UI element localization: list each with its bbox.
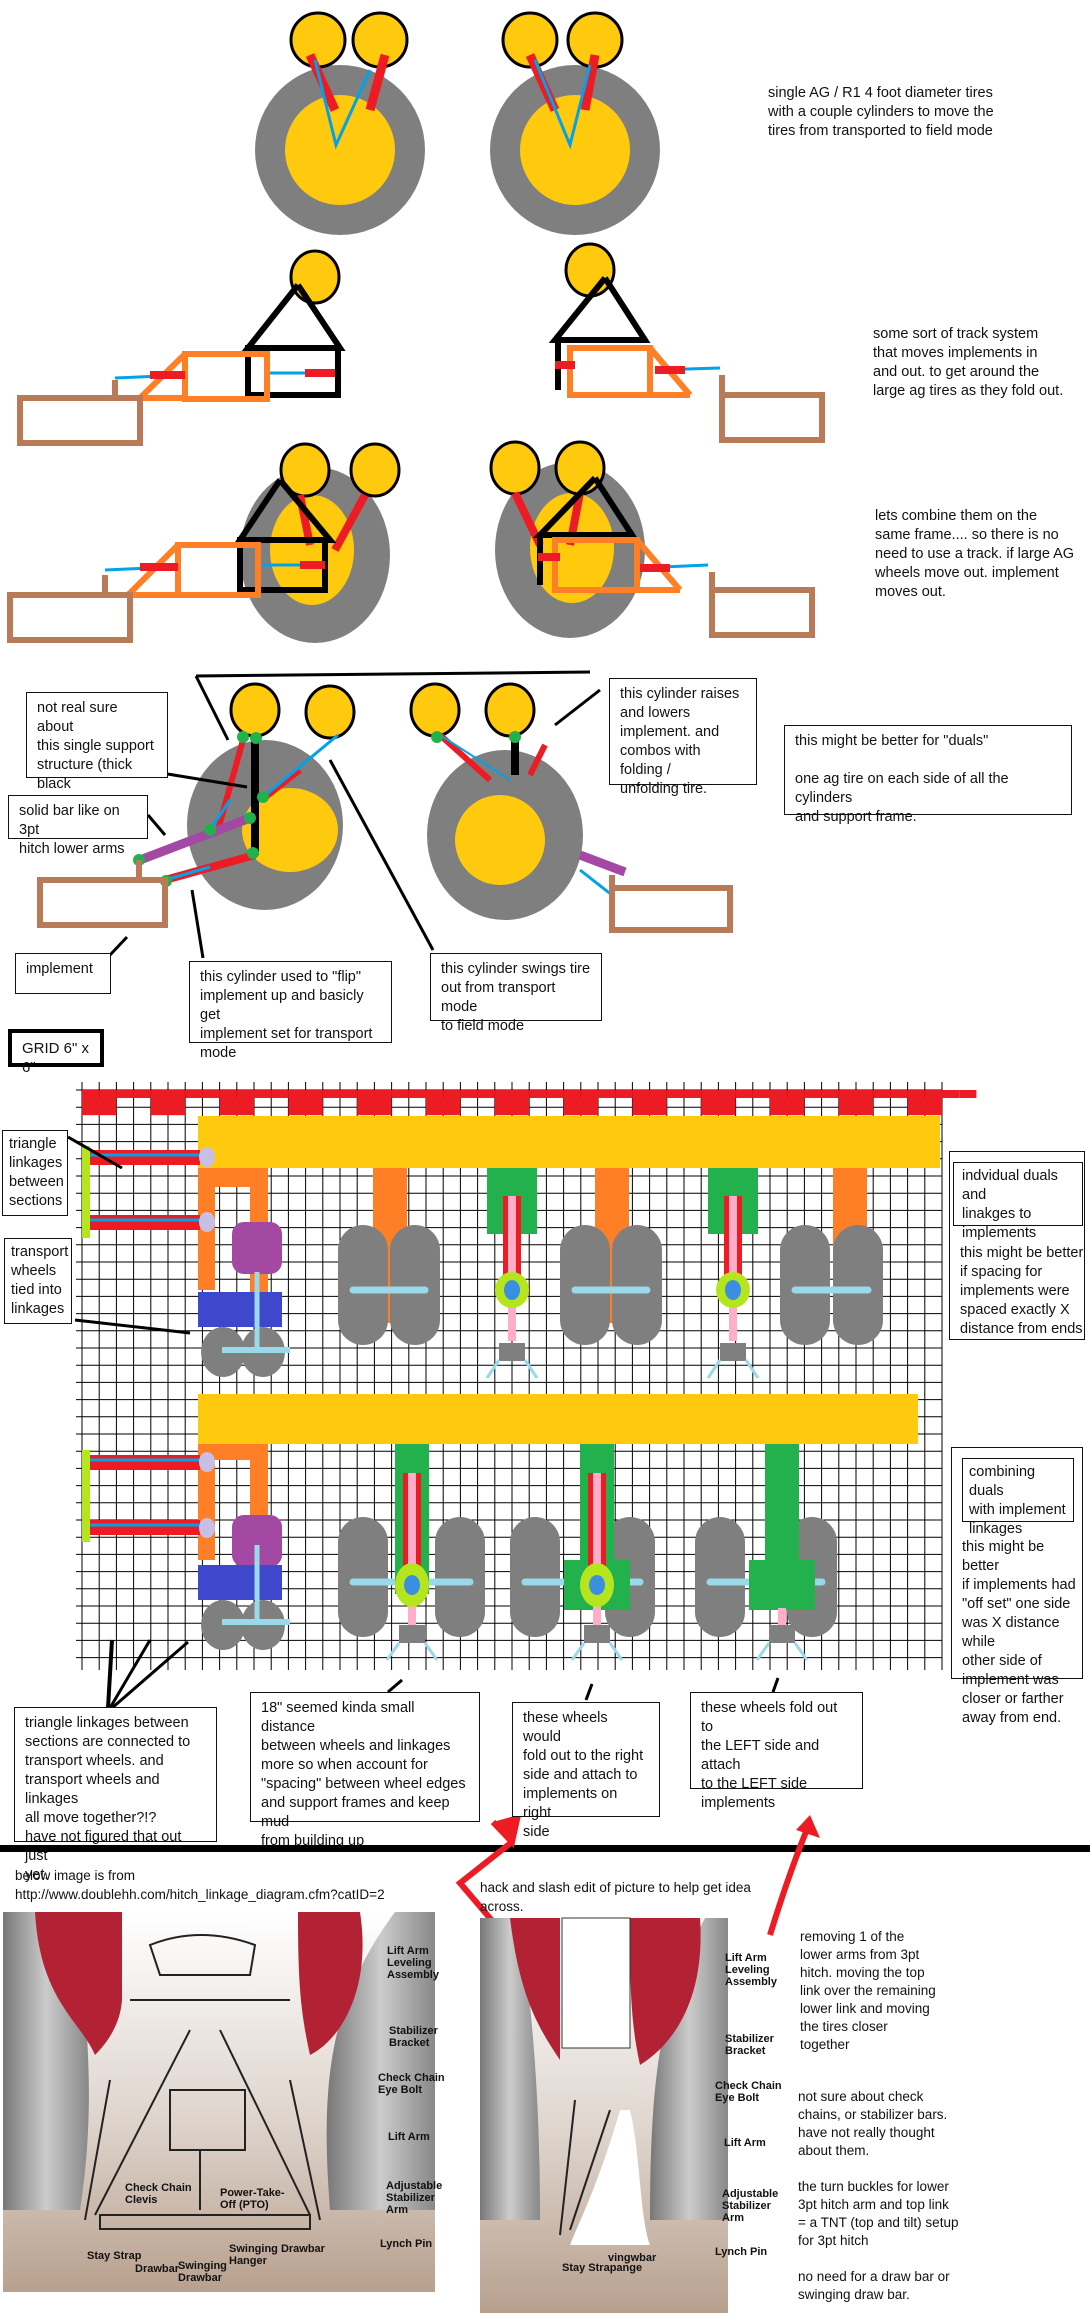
note-check-chains: not sure about check chains, or stabiliz… bbox=[798, 2089, 948, 2158]
note-individual-duals-title: indvidual duals and linakges to implemen… bbox=[953, 1162, 1083, 1241]
hitch-diagram-edited bbox=[480, 1917, 728, 2313]
label-stabilizer-bracket: Stabilizer Bracket bbox=[389, 2025, 438, 2049]
red-arrow-left bbox=[455, 1839, 514, 1932]
label-swinging-drawbar: Swinging Drawbar bbox=[178, 2260, 227, 2284]
dual-tire bbox=[390, 1225, 440, 1345]
note-combining-duals-title: combining duals with implement linkages bbox=[962, 1458, 1074, 1537]
hitch-diagram-original bbox=[3, 1912, 435, 2292]
label-edited-fragment: vingwbar bbox=[608, 2252, 657, 2264]
note-single-support: not real sure about this single support … bbox=[26, 692, 168, 811]
label-pto: Power-Take- Off (PTO) bbox=[220, 2187, 285, 2211]
note-triangle-connected: triangle linkages between sections are c… bbox=[14, 1707, 217, 1883]
combined-frame-left bbox=[7, 442, 401, 643]
label-edited-adjustable-stabilizer: Adjustable Stabilizer Arm bbox=[722, 2188, 779, 2224]
panel-combining-duals: combining duals with implement linkages … bbox=[951, 1447, 1083, 1726]
note-removing-arm: removing 1 of the lower arms from 3pt hi… bbox=[800, 1929, 936, 2052]
grid-scale-label: GRID 6" x 6" bbox=[8, 1029, 104, 1076]
dual-tire bbox=[435, 1517, 485, 1637]
label-edited-lift-arm-leveling: Lift Arm Leveling Assembly bbox=[725, 1952, 777, 1988]
note-swing-cylinder: this cylinder swings tire out from trans… bbox=[430, 953, 602, 1034]
red-marks bbox=[82, 1090, 977, 1116]
red-arrow-right bbox=[767, 1820, 813, 1936]
dual-tire bbox=[510, 1517, 560, 1637]
label-edited-lift-arm: Lift Arm bbox=[724, 2137, 766, 2149]
dual-tire bbox=[833, 1225, 883, 1345]
label-adjustable-stabilizer: Adjustable Stabilizer Arm bbox=[386, 2180, 443, 2216]
single-tire-left bbox=[255, 11, 425, 235]
note-flip-cylinder: this cylinder used to "flip" implement u… bbox=[189, 961, 392, 1061]
label-stay-strap: Stay Strap bbox=[87, 2250, 142, 2262]
note-transport-wheels: transport wheels tied into linkages bbox=[4, 1238, 72, 1324]
note-triangle-linkages: triangle linkages between sections bbox=[2, 1130, 68, 1216]
frame-bar-top bbox=[198, 1116, 940, 1168]
label-edited-lynch-pin: Lynch Pin bbox=[715, 2246, 768, 2258]
label-edited-stay-strap: Stay Strapange bbox=[562, 2262, 643, 2274]
note-duals: this might be better for "duals" one ag … bbox=[784, 725, 1072, 825]
dual-tire bbox=[338, 1225, 388, 1345]
note-fold-right: these wheels would fold out to the right… bbox=[512, 1702, 660, 1840]
label-check-chain-eye-bolt: Check Chain Eye Bolt bbox=[378, 2072, 445, 2096]
dual-tire bbox=[560, 1225, 610, 1345]
note-combine-frame: lets combine them on the same frame.... … bbox=[875, 508, 1075, 600]
label-lynch-pin: Lynch Pin bbox=[380, 2238, 433, 2250]
note-raise-cylinder: this cylinder raises and lowers implemen… bbox=[609, 678, 757, 797]
label-swinging-drawbar-hanger: Swinging Drawbar Hanger bbox=[229, 2243, 325, 2267]
dual-tire bbox=[612, 1225, 662, 1345]
note-implement: implement bbox=[15, 953, 111, 994]
label-check-chain-clevis: Check Chain Clevis bbox=[125, 2182, 192, 2206]
note-solid-bar: solid bar like on 3pt hitch lower arms bbox=[8, 795, 148, 857]
note-image-source: below image is from http://www.doublehh.… bbox=[15, 1868, 385, 1902]
label-drawbar: Drawbar bbox=[135, 2263, 180, 2275]
dual-tire bbox=[338, 1517, 388, 1637]
label-lift-arm-leveling: Lift Arm Leveling Assembly bbox=[387, 1945, 439, 1981]
dual-tire bbox=[695, 1517, 745, 1637]
track-system-left bbox=[17, 249, 346, 446]
panel-individual-duals: indvidual duals and linakges to implemen… bbox=[949, 1151, 1085, 1340]
note-spacing-18: 18" seemed kinda small distance between … bbox=[250, 1692, 480, 1849]
duals-left bbox=[37, 670, 591, 959]
label-edited-stabilizer-bracket: Stabilizer Bracket bbox=[725, 2033, 774, 2057]
note-single-tires: single AG / R1 4 foot diameter tires wit… bbox=[768, 85, 994, 139]
note-combining-duals-body: this might be better if implements had "… bbox=[962, 1539, 1076, 1726]
track-system-right bbox=[548, 242, 825, 443]
note-track-system: some sort of track system that moves imp… bbox=[873, 326, 1064, 399]
single-tire-right bbox=[490, 11, 660, 235]
section-divider bbox=[0, 1845, 1090, 1852]
label-edited-check-chain-eye-bolt: Check Chain Eye Bolt bbox=[715, 2080, 782, 2104]
frame-bar-bottom bbox=[198, 1394, 918, 1444]
note-hack-slash: hack and slash edit of picture to help g… bbox=[480, 1880, 751, 1914]
dual-tire bbox=[780, 1225, 830, 1345]
grid-layout bbox=[67, 1090, 977, 1710]
note-turn-buckles: the turn buckles for lower 3pt hitch arm… bbox=[798, 2179, 959, 2248]
note-no-drawbar: no need for a draw bar or swinging draw … bbox=[798, 2269, 950, 2302]
note-individual-duals-body: this might be better if spacing for impl… bbox=[960, 1245, 1084, 1337]
combined-frame-right bbox=[489, 440, 815, 638]
note-fold-left: these wheels fold out to the LEFT side a… bbox=[690, 1692, 863, 1811]
duals-right bbox=[409, 682, 733, 933]
label-lift-arm: Lift Arm bbox=[388, 2131, 430, 2143]
